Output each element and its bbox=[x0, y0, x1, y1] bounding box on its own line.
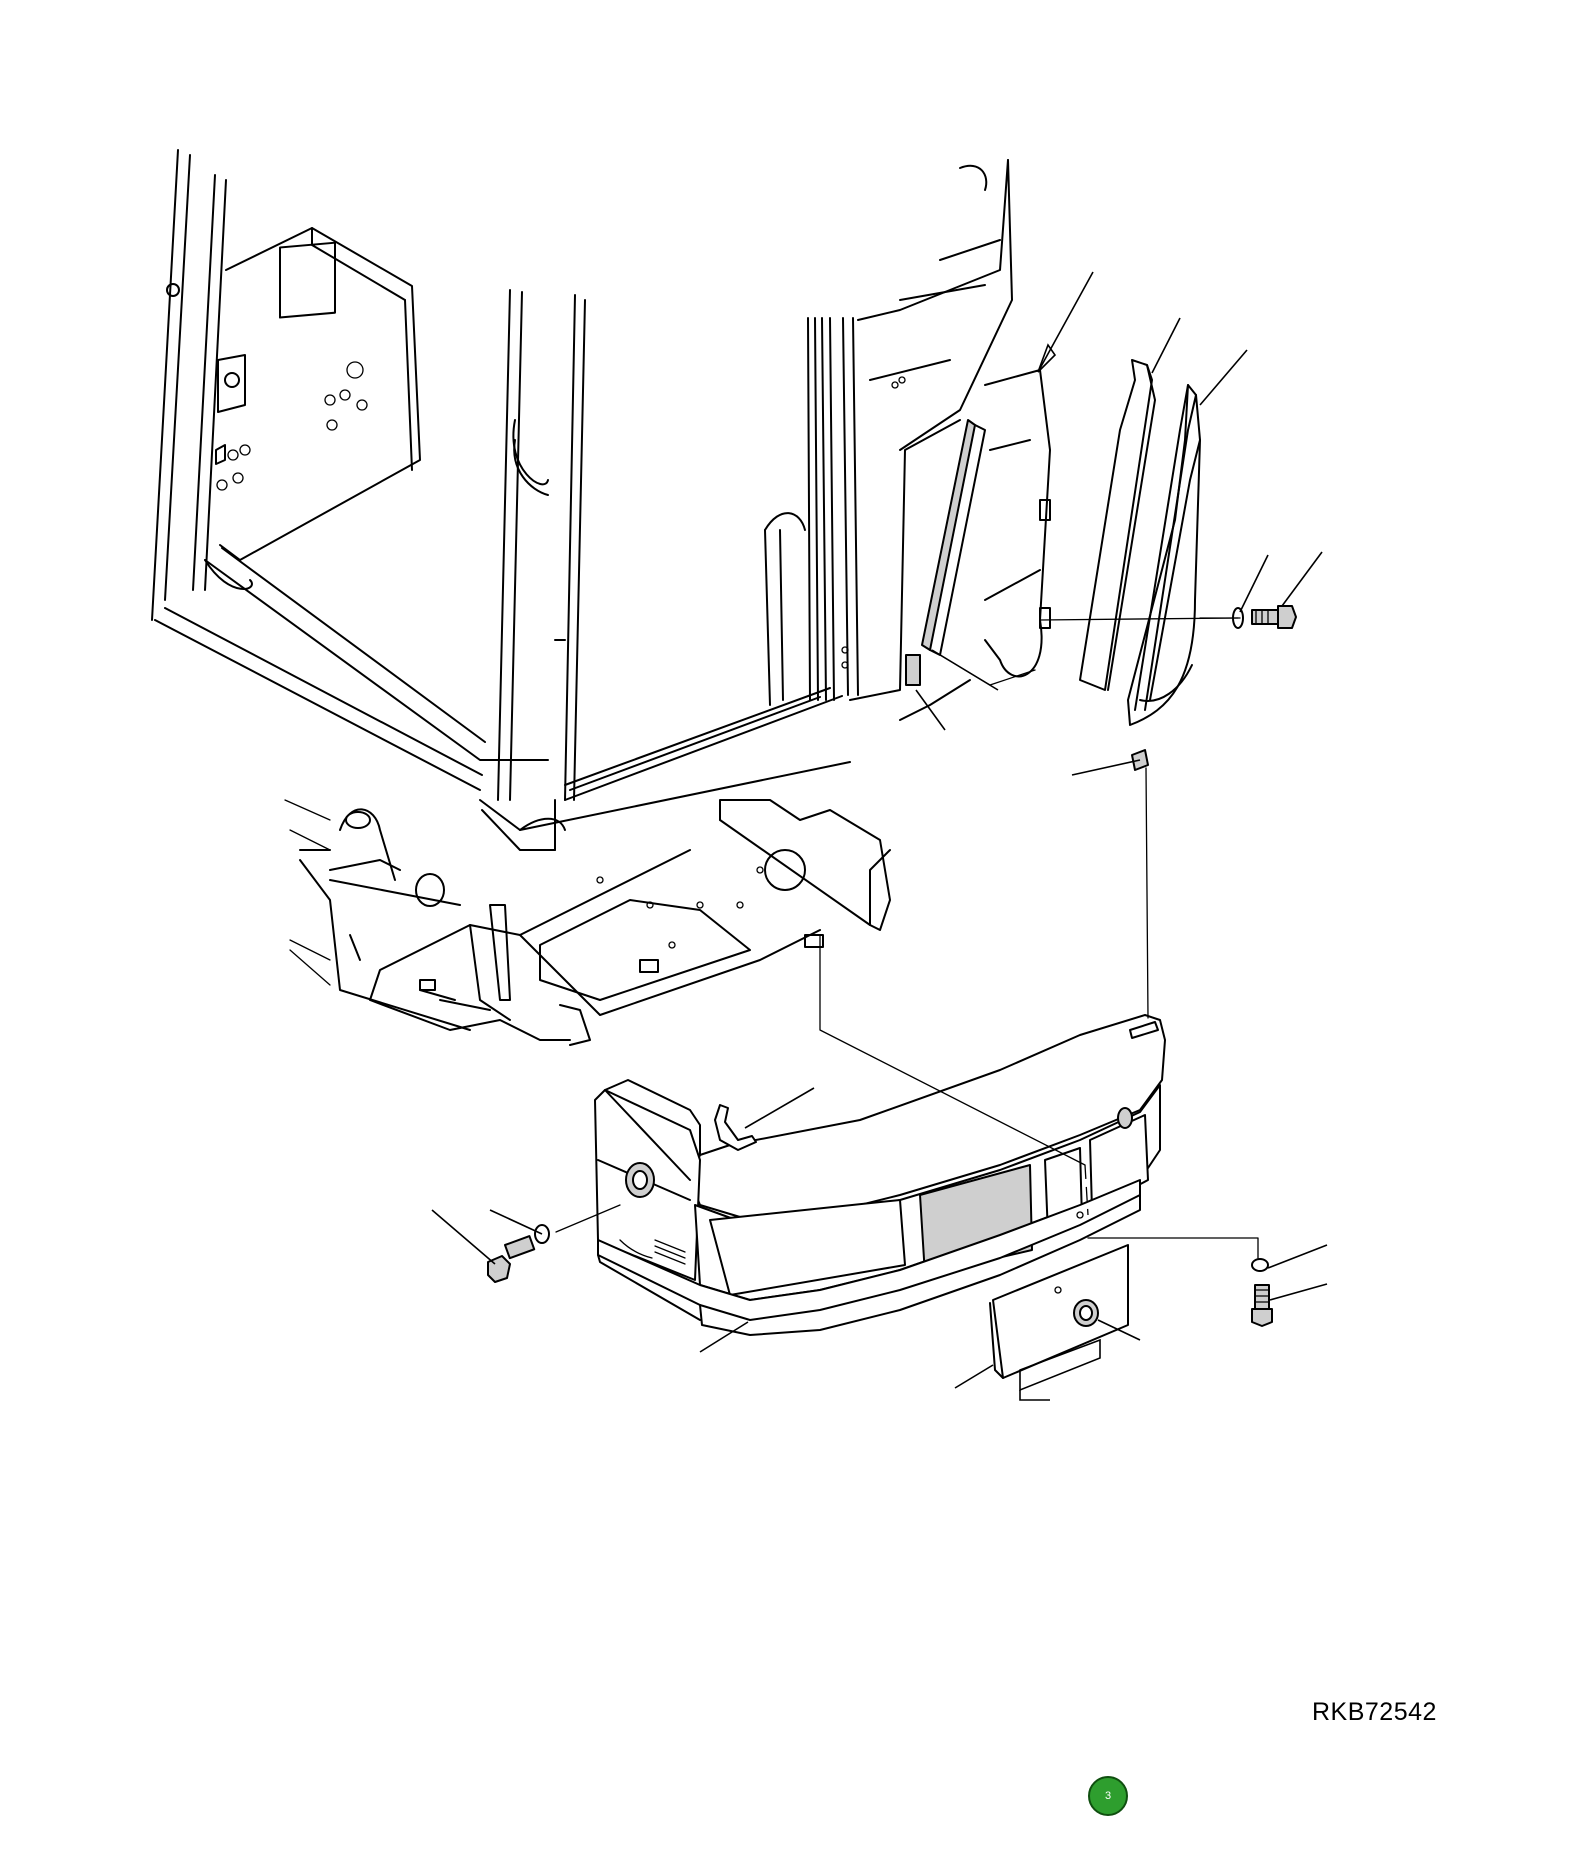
bolt bbox=[1251, 605, 1297, 629]
cab-corner-seal bbox=[921, 419, 986, 656]
side-cover bbox=[1127, 384, 1201, 726]
side-cover-strip bbox=[1079, 359, 1156, 691]
cab-frame bbox=[151, 149, 1051, 851]
revolving-frame bbox=[284, 799, 891, 1046]
rubber-block bbox=[905, 654, 921, 686]
bolt bbox=[487, 1235, 536, 1283]
drawing-number: RKB72542 bbox=[1312, 1698, 1437, 1726]
washer bbox=[1251, 1258, 1269, 1272]
grommet bbox=[1073, 1299, 1099, 1327]
page-badge[interactable]: 3 bbox=[1088, 1776, 1128, 1816]
leader-lines bbox=[431, 271, 1328, 1389]
handle bbox=[714, 1104, 757, 1151]
bolt bbox=[1251, 1284, 1273, 1327]
front-cover bbox=[594, 1014, 1166, 1336]
rear-panel-bolts bbox=[216, 361, 368, 491]
lower-plate bbox=[989, 1244, 1129, 1401]
